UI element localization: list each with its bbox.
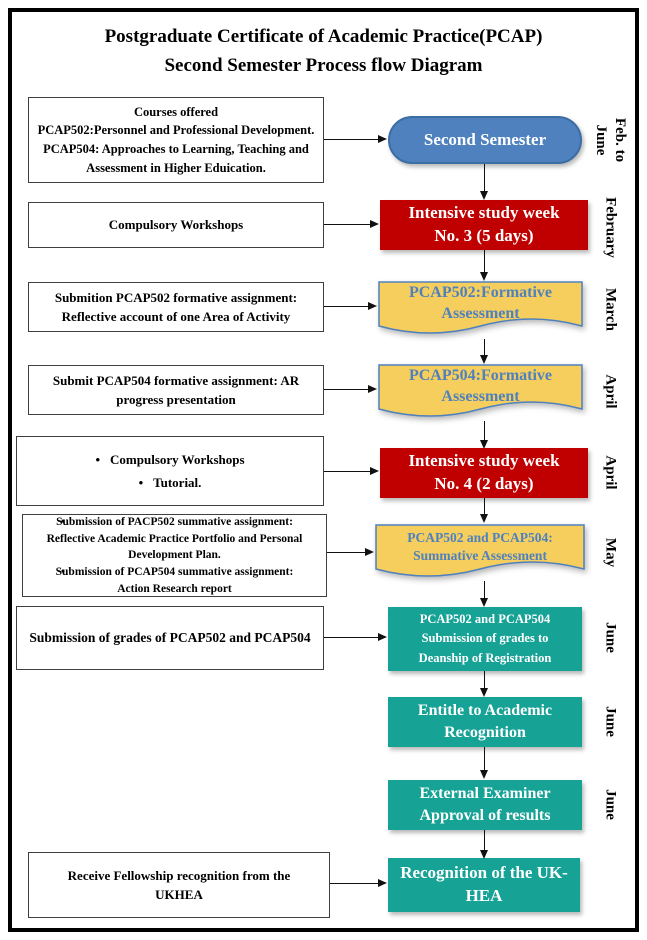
month-label-june-3: June — [602, 789, 619, 820]
summative-502-label: Submission of PACP502 summative assignme… — [46, 515, 303, 562]
summative-504-label: Submission of PCAP504 summative assignme… — [55, 565, 294, 595]
summative-502-bullet: Submission of PACP502 summative assignme… — [33, 514, 316, 564]
summative-assessment-label: PCAP502 and PCAP504: Summative Assessmen… — [407, 529, 553, 563]
compulsory-workshops-label: Compulsory Workshops — [108, 217, 244, 232]
title-line-2: Second Semester Process flow Diagram — [164, 55, 483, 77]
summative-504-bullet: Submission of PCAP504 summative assignme… — [33, 564, 316, 597]
month-label-may: May — [602, 537, 619, 568]
document-shape-icon — [378, 364, 583, 417]
courses-line-3: PCAP504: Approaches to Learning, Teachin… — [43, 142, 309, 175]
arrow-grades-to-deanship — [324, 632, 387, 641]
grades-submission-label: Submission of grades of PCAP502 and PCAP… — [29, 630, 311, 645]
arrow-workshops-to-week3 — [324, 219, 379, 228]
month-label-april-2: April — [602, 455, 619, 490]
arrow-week3-to-formative502 — [480, 250, 488, 281]
arrow-courses-to-semester — [324, 134, 387, 143]
month-label-february: February — [602, 197, 619, 258]
arrow-recognition-to-examiner — [480, 747, 488, 779]
summative-assessment-document: PCAP502 and PCAP504: Summative Assessmen… — [375, 524, 585, 583]
submit-pcap502-formative-label: Submition PCAP502 formative assignment: … — [54, 289, 298, 325]
fellowship-recognition-label: Receive Fellowship recognition from the … — [67, 867, 291, 903]
arrow-formative504-to-week4 — [480, 421, 488, 449]
diagram-title: Postgraduate Certificate of Academic Pra… — [20, 22, 627, 81]
workshops-bullet-label: Compulsory Workshops — [110, 451, 245, 467]
ukhea-recognition-node: Recognition of the UK-HEA — [388, 858, 580, 912]
grades-to-deanship-node: PCAP502 and PCAP504 Submission of grades… — [388, 607, 582, 671]
compulsory-workshops-box: Compulsory Workshops — [28, 202, 324, 248]
month-label-june-2: June — [602, 706, 619, 737]
arrow-summative-to-grades — [480, 581, 488, 607]
summative-submissions-box: Submission of PACP502 summative assignme… — [22, 514, 327, 597]
workshops-bullet: Compulsory Workshops — [23, 448, 317, 471]
pcap504-formative-label: PCAP504:Formative Assessment — [408, 366, 553, 405]
intensive-week-3-node: Intensive study week No. 3 (5 days) — [380, 200, 588, 250]
page-border — [8, 8, 639, 932]
arrow-semester-to-week3 — [480, 164, 488, 200]
academic-recognition-label: Entitle to Academic Recognition — [417, 701, 553, 741]
arrow-grades-to-recognition — [480, 671, 488, 697]
title-line-1: Postgraduate Certificate of Academic Pra… — [104, 26, 543, 47]
second-semester-node: Second Semester — [388, 116, 582, 164]
arrow-submit502-to-formative502 — [324, 301, 377, 310]
arrow-tutorial-to-week4 — [324, 466, 379, 475]
ukhea-recognition-label: Recognition of the UK-HEA — [400, 863, 568, 905]
arrow-submit504-to-formative504 — [324, 384, 377, 393]
month-label-march: March — [602, 287, 619, 332]
month-label-feb-to-june: Feb. to June — [593, 117, 628, 163]
arrow-fellowship-to-ukhea — [330, 878, 387, 887]
courses-offered-box: Courses offered PCAP502:Personnel and Pr… — [28, 97, 324, 183]
intensive-week-4-label: Intensive study week No. 4 (2 days) — [408, 451, 560, 493]
arrow-examiner-to-ukhea — [480, 830, 488, 859]
arrow-week4-to-summative — [480, 498, 488, 523]
submit-pcap502-formative-box: Submition PCAP502 formative assignment: … — [28, 282, 324, 332]
arrow-formative502-to-formative504 — [480, 339, 488, 364]
academic-recognition-node: Entitle to Academic Recognition — [388, 697, 582, 747]
pcap502-formative-document: PCAP502:Formative Assessment — [378, 281, 583, 340]
intensive-week-4-node: Intensive study week No. 4 (2 days) — [380, 448, 588, 498]
pcap504-formative-document: PCAP504:Formative Assessment — [378, 364, 583, 423]
arrow-summative-to-assessment — [327, 547, 374, 556]
fellowship-recognition-box: Receive Fellowship recognition from the … — [28, 852, 330, 918]
pcap502-formative-label: PCAP502:Formative Assessment — [408, 283, 553, 322]
external-examiner-label: External Examiner Approval of results — [419, 784, 551, 824]
external-examiner-node: External Examiner Approval of results — [388, 780, 582, 830]
tutorial-bullet: Tutorial. — [23, 471, 317, 494]
submit-pcap504-formative-label: Submit PCAP504 formative assignment: AR … — [52, 372, 300, 408]
month-label-april-1: April — [602, 374, 619, 409]
courses-line-1: Courses offered — [133, 104, 219, 119]
grades-submission-box: Submission of grades of PCAP502 and PCAP… — [16, 606, 324, 670]
month-label-june-1: June — [602, 622, 619, 653]
second-semester-label: Second Semester — [423, 130, 547, 149]
intensive-week-3-label: Intensive study week No. 3 (5 days) — [408, 203, 560, 245]
document-shape-icon — [378, 281, 583, 334]
submit-pcap504-formative-box: Submit PCAP504 formative assignment: AR … — [28, 365, 324, 415]
tutorial-bullet-label: Tutorial. — [153, 475, 202, 490]
grades-to-deanship-label: PCAP502 and PCAP504 Submission of grades… — [418, 611, 552, 665]
workshops-tutorial-box: Compulsory Workshops Tutorial. — [16, 436, 324, 506]
document-shape-icon — [375, 524, 585, 577]
courses-line-2: PCAP502:Personnel and Professional Devel… — [37, 123, 315, 138]
